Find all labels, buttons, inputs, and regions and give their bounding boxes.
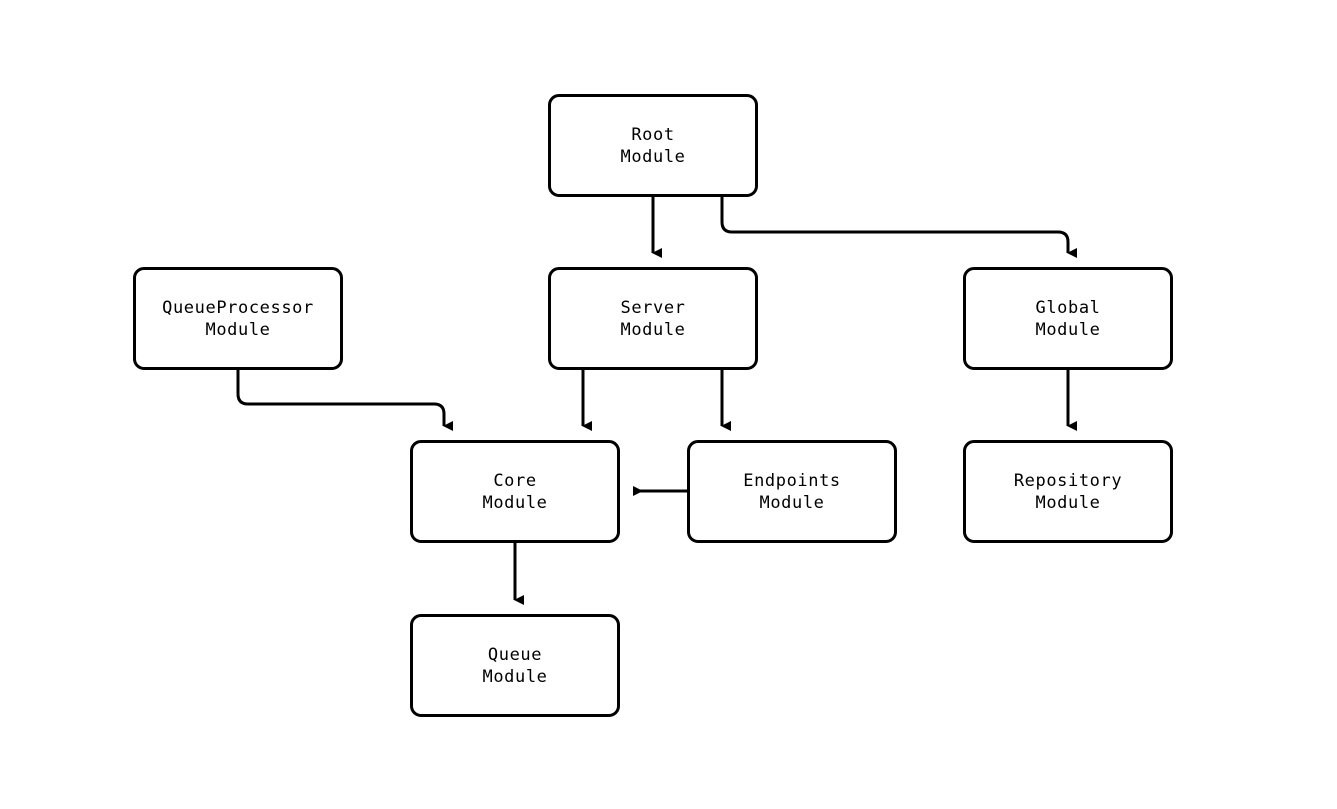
node-core-title: Core — [493, 470, 537, 491]
node-repository-title: Repository — [1013, 470, 1123, 491]
node-queue-subtitle: Module — [482, 666, 548, 687]
edge-queueprocessor-to-core — [236, 370, 453, 431]
node-core-subtitle: Module — [482, 492, 548, 513]
node-endpoints-title: Endpoints — [743, 470, 841, 491]
node-server-title: Server — [620, 297, 686, 318]
node-repository-subtitle: Module — [1035, 492, 1101, 513]
node-queue-title: Queue — [487, 644, 543, 665]
node-global-subtitle: Module — [1035, 319, 1101, 340]
node-server-subtitle: Module — [620, 319, 686, 340]
node-root-subtitle: Module — [620, 146, 686, 167]
node-queueprocessor-title: QueueProcessor — [162, 297, 314, 318]
edge-root-to-global — [720, 197, 1077, 258]
node-global-title: Global — [1035, 297, 1101, 318]
node-endpoints-subtitle: Module — [759, 492, 825, 513]
node-root-title: Root — [631, 124, 675, 145]
node-queueprocessor-subtitle: Module — [205, 319, 271, 340]
